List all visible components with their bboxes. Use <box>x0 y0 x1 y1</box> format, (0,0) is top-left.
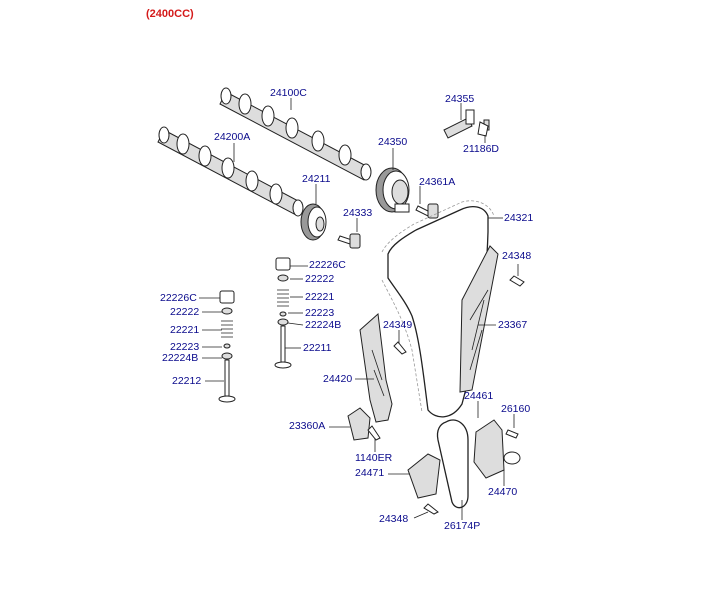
part-label-24470[interactable]: 24470 <box>488 486 518 498</box>
part-label-22224B-right[interactable]: 22224B <box>305 319 342 331</box>
chain-guide-23367 <box>459 245 499 393</box>
part-label-22223-left[interactable]: 22223 <box>170 341 200 353</box>
part-label-24211[interactable]: 24211 <box>302 173 331 185</box>
part-label-24348-lower[interactable]: 24348 <box>379 513 409 525</box>
part-label-24349[interactable]: 24349 <box>383 319 413 331</box>
bolt-24348-lower <box>423 503 439 515</box>
part-label-24471[interactable]: 24471 <box>355 467 385 479</box>
chain-guide-24471 <box>407 453 441 499</box>
bolt-26160 <box>505 429 519 439</box>
oil-pump-chain-26174P <box>436 419 469 509</box>
part-label-22212[interactable]: 22212 <box>172 375 202 387</box>
part-label-24348-upper[interactable]: 24348 <box>502 250 532 262</box>
part-label-22226C-right[interactable]: 22226C <box>309 259 346 271</box>
tensioner-24461 <box>473 419 521 479</box>
part-label-24461[interactable]: 24461 <box>464 390 494 402</box>
tensioner-arm-24420 <box>359 312 393 423</box>
camshaft-24100C <box>219 87 372 181</box>
leader-lines <box>199 98 519 520</box>
bolt-24348-upper <box>509 275 525 287</box>
part-label-22224B-left[interactable]: 22224B <box>162 352 199 364</box>
valve-train-right <box>274 257 292 369</box>
valve-train-left <box>218 290 236 403</box>
part-label-24200A[interactable]: 24200A <box>214 131 251 143</box>
cvvt-sprocket-24350 <box>375 167 410 213</box>
tensioner-23360A <box>347 407 371 441</box>
part-label-24321[interactable]: 24321 <box>504 212 534 224</box>
part-label-23360A[interactable]: 23360A <box>289 420 326 432</box>
part-label-24355[interactable]: 24355 <box>445 93 475 105</box>
part-label-21186D[interactable]: 21186D <box>463 143 500 155</box>
bolt-1140ER <box>367 425 381 441</box>
part-label-24333[interactable]: 24333 <box>343 207 373 219</box>
part-label-26174P[interactable]: 26174P <box>444 520 481 532</box>
part-label-22223-right[interactable]: 22223 <box>305 307 335 319</box>
part-label-22226C-left[interactable]: 22226C <box>160 292 197 304</box>
part-label-24420[interactable]: 24420 <box>323 373 353 385</box>
bolt-24333 <box>337 233 361 249</box>
part-label-22221-left[interactable]: 22221 <box>170 324 200 336</box>
bolt-21186D <box>477 121 489 137</box>
part-label-24350[interactable]: 24350 <box>378 136 408 148</box>
part-label-22222-right[interactable]: 22222 <box>305 273 335 285</box>
part-label-24100C[interactable]: 24100C <box>270 87 307 99</box>
engine-spec-label: (2400CC) <box>146 8 194 20</box>
part-label-22221-right[interactable]: 22221 <box>305 291 335 303</box>
bolt-24349 <box>393 341 407 355</box>
part-label-22211[interactable]: 22211 <box>303 342 332 354</box>
part-label-26160[interactable]: 26160 <box>501 403 531 415</box>
part-label-22222-left[interactable]: 22222 <box>170 306 200 318</box>
part-label-1140ER[interactable]: 1140ER <box>355 452 393 464</box>
sprocket-24211 <box>300 203 327 241</box>
part-label-23367[interactable]: 23367 <box>498 319 528 331</box>
part-label-24361A[interactable]: 24361A <box>419 176 456 188</box>
bolt-24361A <box>415 203 439 219</box>
camshaft-24200A <box>157 126 304 217</box>
